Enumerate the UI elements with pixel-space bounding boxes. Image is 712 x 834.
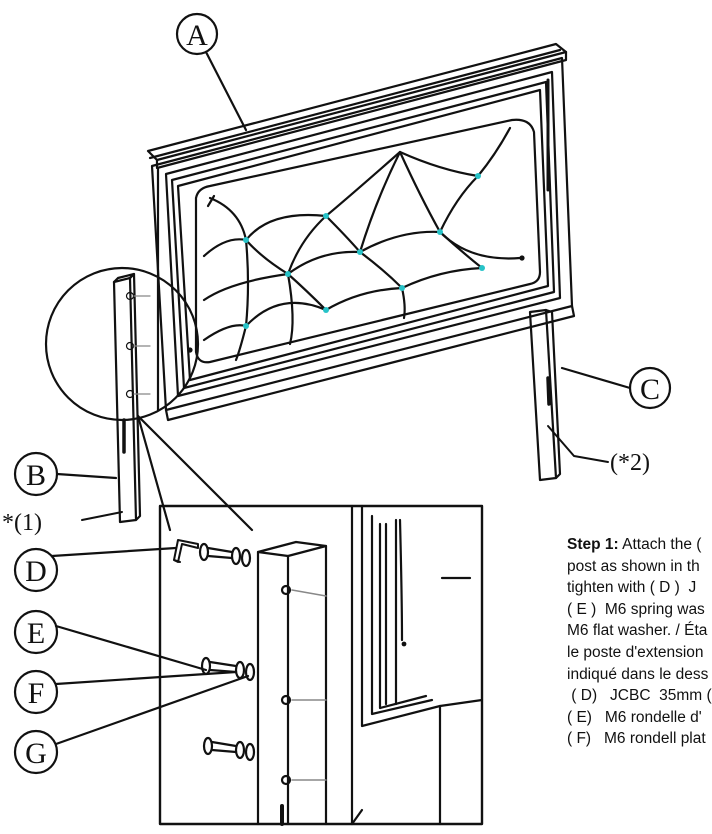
instruction-line: post as shown in th [567,557,700,575]
callout-d-label: D [25,555,47,588]
instruction-line: ( D) JCBC 35mm ( [567,687,712,705]
detail-inset [158,504,484,826]
instruction-line: Step 1: Attach the ( [567,534,701,556]
detail-magnifier [44,266,200,422]
note-2-label: (*2) [610,450,650,476]
instruction-line: ( F) M6 rondell plat [567,730,706,748]
callout-c-label: C [640,373,660,406]
step-label: Step 1: [567,536,619,553]
callout-a-label: A [186,19,208,52]
headboard-assembly-diagram: A B C D E F G *(1) (*2) [2,12,672,826]
instruction-line: M6 flat washer. / Éta [567,622,708,640]
headboard-frame [146,42,576,422]
instruction-line-text: Attach the ( [618,536,702,553]
leg-c [528,308,562,482]
instruction-line: le poste d'extension [567,643,704,661]
instruction-line: indiqué dans le dess [567,665,709,683]
assembly-instructions: Step 1: Attach the ( post as shown in th… [567,534,712,834]
callout-g-label: G [25,737,47,770]
tuft-buttons [243,173,485,329]
callout-f-label: F [28,677,45,710]
instruction-line: tighten with ( D ) J [567,579,697,597]
instruction-line: ( E) M6 rondelle d' [567,708,702,726]
callouts [13,12,672,775]
callout-e-label: E [27,617,45,650]
instruction-line: ( E ) M6 spring was [567,600,705,618]
leg-bolts [125,291,151,399]
leg-b [112,272,142,524]
callout-b-label: B [26,459,46,492]
note-1-label: *(1) [2,510,42,536]
